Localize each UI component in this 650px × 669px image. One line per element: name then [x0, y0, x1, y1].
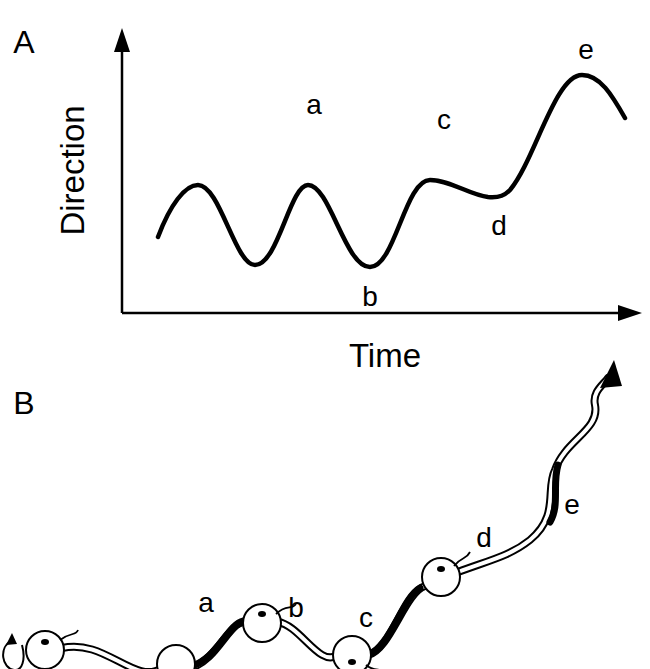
axis-arrowhead	[618, 305, 642, 321]
curve-point-letter: c	[437, 106, 451, 134]
flagellum-hooks	[60, 552, 470, 669]
curve-point-letter: b	[362, 283, 378, 311]
curve-point-letter: a	[306, 91, 322, 119]
sperm-heads	[26, 558, 460, 669]
curve-point-letter: e	[578, 36, 594, 64]
path-arrowhead	[600, 360, 622, 388]
curve-point-letter: d	[491, 212, 507, 240]
sperm-nuclei	[41, 566, 445, 669]
segment-letter: e	[564, 491, 580, 519]
panel-letter: B	[13, 387, 34, 419]
segment-letter: c	[359, 604, 373, 632]
axis-title: Time	[349, 339, 421, 372]
flagellum-track	[62, 378, 608, 669]
panel-letter: A	[13, 26, 34, 58]
segment-letter: b	[288, 594, 304, 622]
rotation-arrow	[3, 640, 23, 669]
axes	[122, 45, 625, 313]
direction-curve	[158, 75, 625, 267]
segment-letter: d	[476, 524, 492, 552]
axis-title: Direction	[56, 105, 89, 235]
segment-letter: a	[198, 589, 214, 617]
rotation-arrowhead	[6, 633, 17, 645]
axis-arrowhead	[114, 28, 130, 52]
